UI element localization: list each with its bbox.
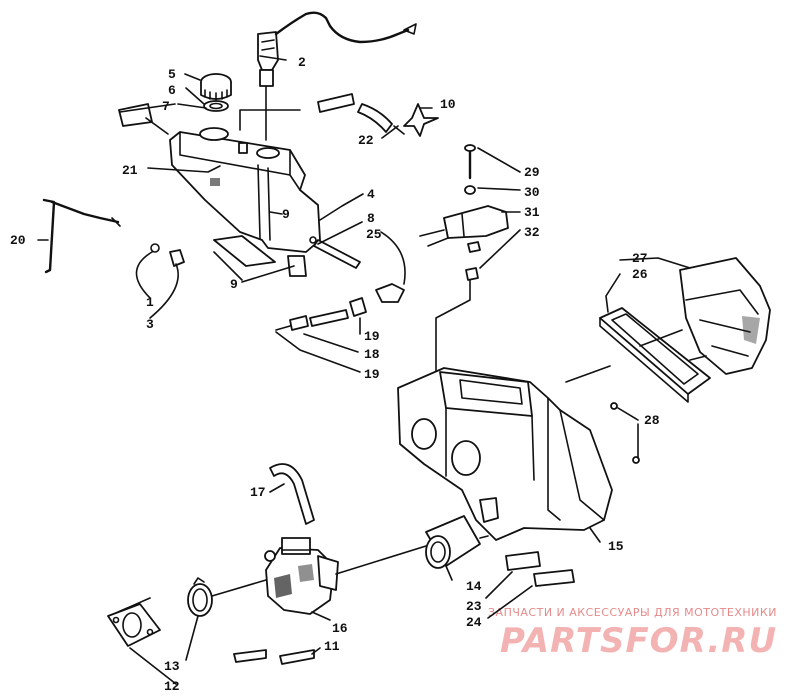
leader-lines	[37, 55, 691, 685]
callout-21: 21	[122, 163, 138, 178]
intake-boot	[425, 515, 481, 569]
carburetor	[264, 537, 339, 615]
hose-top	[239, 93, 405, 135]
callout-27: 27	[632, 251, 648, 266]
tank-strap	[313, 239, 361, 269]
callout-3: 3	[146, 317, 154, 332]
callout-8: 8	[367, 211, 375, 226]
callout-19-upper: 19	[364, 329, 380, 344]
callout-12: 12	[164, 679, 180, 694]
callout-13: 13	[164, 659, 180, 674]
fuel-line-assembly	[275, 283, 405, 331]
callout-29: 29	[524, 165, 540, 180]
watermark-logo: PARTSFOR.RU	[500, 621, 777, 661]
tank-small-fitting	[238, 142, 248, 154]
assembly-center-lines	[117, 329, 707, 613]
drain-hose	[233, 649, 315, 665]
callout-9-upper: 9	[282, 207, 290, 222]
callout-32: 32	[524, 225, 540, 240]
tank-outlet-fitting	[256, 147, 280, 159]
callout-4: 4	[367, 187, 375, 202]
pulse-pump-fitting	[419, 144, 509, 396]
callout-7: 7	[162, 99, 170, 114]
callout-30: 30	[524, 185, 540, 200]
callout-22: 22	[358, 133, 374, 148]
oil-tank	[169, 127, 321, 253]
callout-6: 6	[168, 83, 176, 98]
callout-26: 26	[632, 267, 648, 282]
callout-24: 24	[466, 615, 482, 630]
callout-9-lower: 9	[230, 277, 238, 292]
grommet	[150, 243, 185, 267]
tank-bracket	[213, 235, 307, 277]
callout-18: 18	[364, 347, 380, 362]
mounting-screws	[610, 402, 640, 464]
cap-gasket	[203, 100, 229, 112]
callout-28: 28	[644, 413, 660, 428]
watermark: ЗАПЧАСТИ И АКСЕССУАРЫ ДЛЯ МОТОТЕХНИКИ PA…	[488, 606, 777, 661]
callout-17: 17	[250, 485, 266, 500]
air-silencer-box	[397, 367, 613, 541]
tank-filler-neck	[199, 127, 229, 141]
foam-pads	[505, 551, 575, 587]
watermark-tagline: ЗАПЧАСТИ И АКСЕССУАРЫ ДЛЯ МОТОТЕХНИКИ	[488, 606, 777, 619]
callout-31: 31	[524, 205, 540, 220]
callout-16: 16	[332, 621, 348, 636]
callout-11: 11	[324, 639, 340, 654]
callout-10: 10	[440, 97, 456, 112]
callout-1: 1	[146, 295, 154, 310]
callout-14: 14	[466, 579, 482, 594]
baffle	[679, 257, 771, 375]
clamp-ring	[187, 577, 213, 617]
callout-labels: 1 2 3 4 5 6 7 8 9 9 10 11 12 13 14 15 16…	[10, 55, 660, 694]
adapter-frame	[599, 307, 711, 403]
callout-23: 23	[466, 599, 482, 614]
support-rod	[42, 198, 121, 274]
flange	[107, 603, 161, 647]
vent-hose	[269, 463, 315, 525]
callout-25: 25	[366, 227, 382, 242]
level-sensor	[257, 11, 417, 141]
callout-15: 15	[608, 539, 624, 554]
callout-2: 2	[298, 55, 306, 70]
filler-cap	[200, 73, 232, 101]
callout-5: 5	[168, 67, 176, 82]
callout-20: 20	[10, 233, 26, 248]
callout-19-lower: 19	[364, 367, 380, 382]
